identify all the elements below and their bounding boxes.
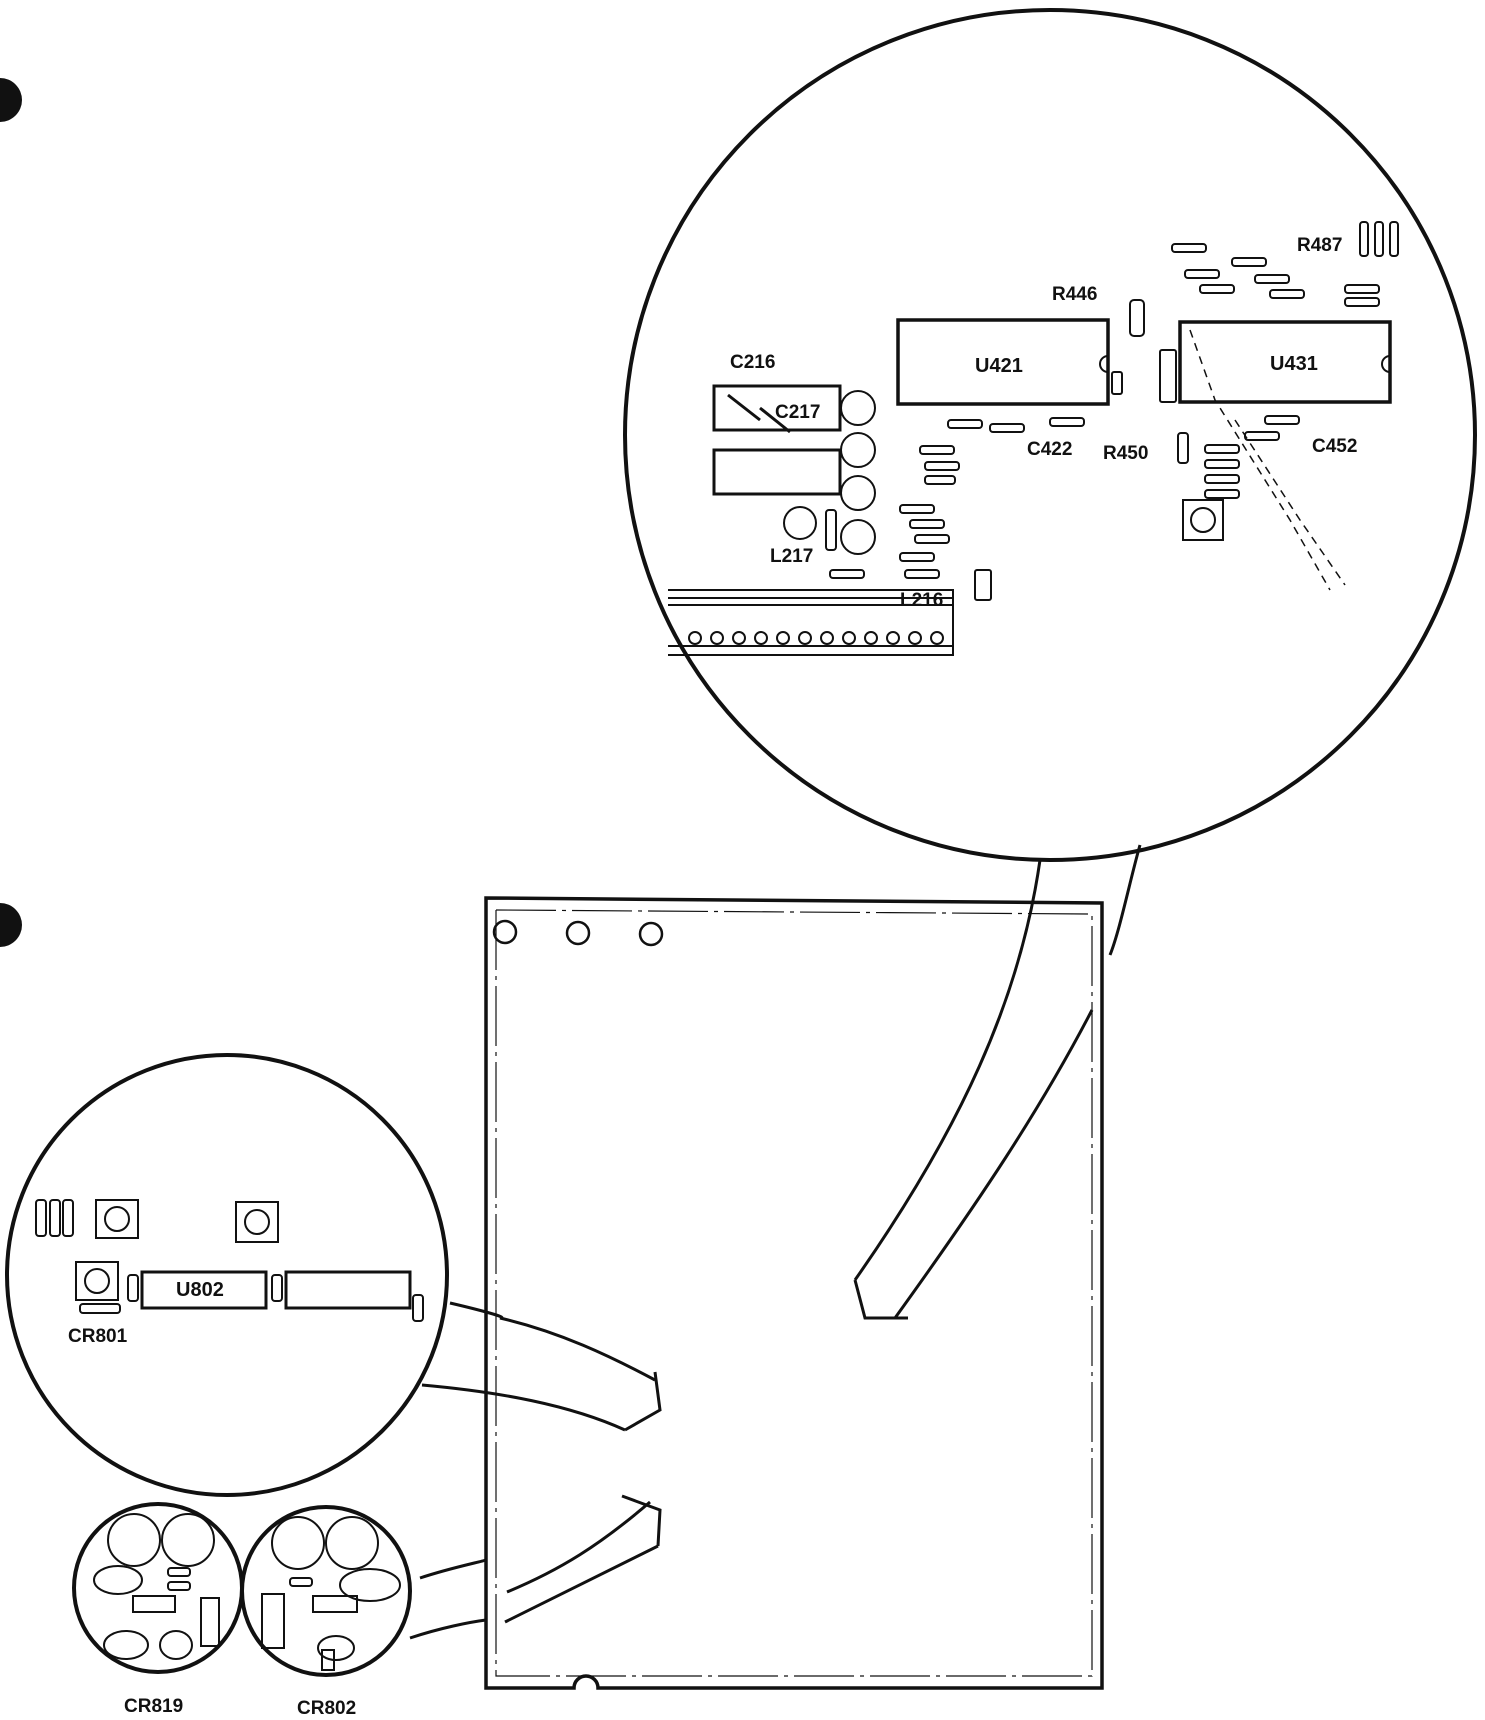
label-l216: L216	[900, 590, 943, 611]
capacitor	[840, 390, 876, 426]
label-u802: U802	[176, 1279, 224, 1301]
connector-pins-row	[688, 631, 944, 645]
connector-strip	[668, 589, 954, 656]
trimmer-potentiometer	[1182, 499, 1224, 541]
ic-chip-u421	[896, 318, 1110, 406]
board-mounting-hole	[638, 921, 664, 947]
trimmer-potentiometer	[95, 1199, 139, 1239]
label-r450: R450	[1103, 443, 1148, 464]
label-u421: U421	[975, 355, 1023, 377]
callout-arrow-middle	[421, 1301, 662, 1432]
detail-circle-cr819: CR819	[72, 1502, 244, 1717]
label-cr801: CR801	[68, 1326, 128, 1347]
label-l217: L217	[770, 546, 813, 567]
ic-chip	[284, 1270, 412, 1310]
label-c216: C216	[730, 352, 775, 373]
binder-hole-mark-top	[0, 78, 22, 122]
capacitor	[783, 506, 817, 540]
trimmer-potentiometer	[235, 1201, 279, 1243]
board-mounting-hole	[565, 920, 591, 946]
board-outline	[484, 896, 1104, 1690]
label-cr802: CR802	[297, 1698, 356, 1719]
capacitor	[840, 519, 876, 555]
label-c422: C422	[1027, 439, 1072, 460]
trimmer-potentiometer	[75, 1261, 119, 1301]
ic-chip	[712, 448, 842, 496]
label-cr819: CR819	[124, 1696, 183, 1717]
ic-chip-u431	[1178, 320, 1392, 404]
detail-circle-top: R487 R446 C216 C217 U421 U431 C422 R450 …	[623, 8, 1477, 862]
label-c452: C452	[1312, 436, 1357, 457]
label-c217: C217	[775, 402, 820, 423]
label-r446: R446	[1052, 284, 1097, 305]
board-mounting-hole	[492, 919, 518, 945]
binder-hole-mark-bottom	[0, 903, 22, 947]
callout-arrow-bottom	[409, 1494, 662, 1640]
capacitor	[840, 475, 876, 511]
detail-circle-cr802: CR802	[240, 1505, 412, 1719]
label-r487: R487	[1297, 235, 1342, 256]
detail-circle-middle: U802 CR801	[5, 1053, 449, 1497]
label-u431: U431	[1270, 353, 1318, 375]
ic-chip-u802	[140, 1270, 268, 1310]
callout-arrow-top	[853, 844, 1142, 1320]
capacitor	[840, 432, 876, 468]
